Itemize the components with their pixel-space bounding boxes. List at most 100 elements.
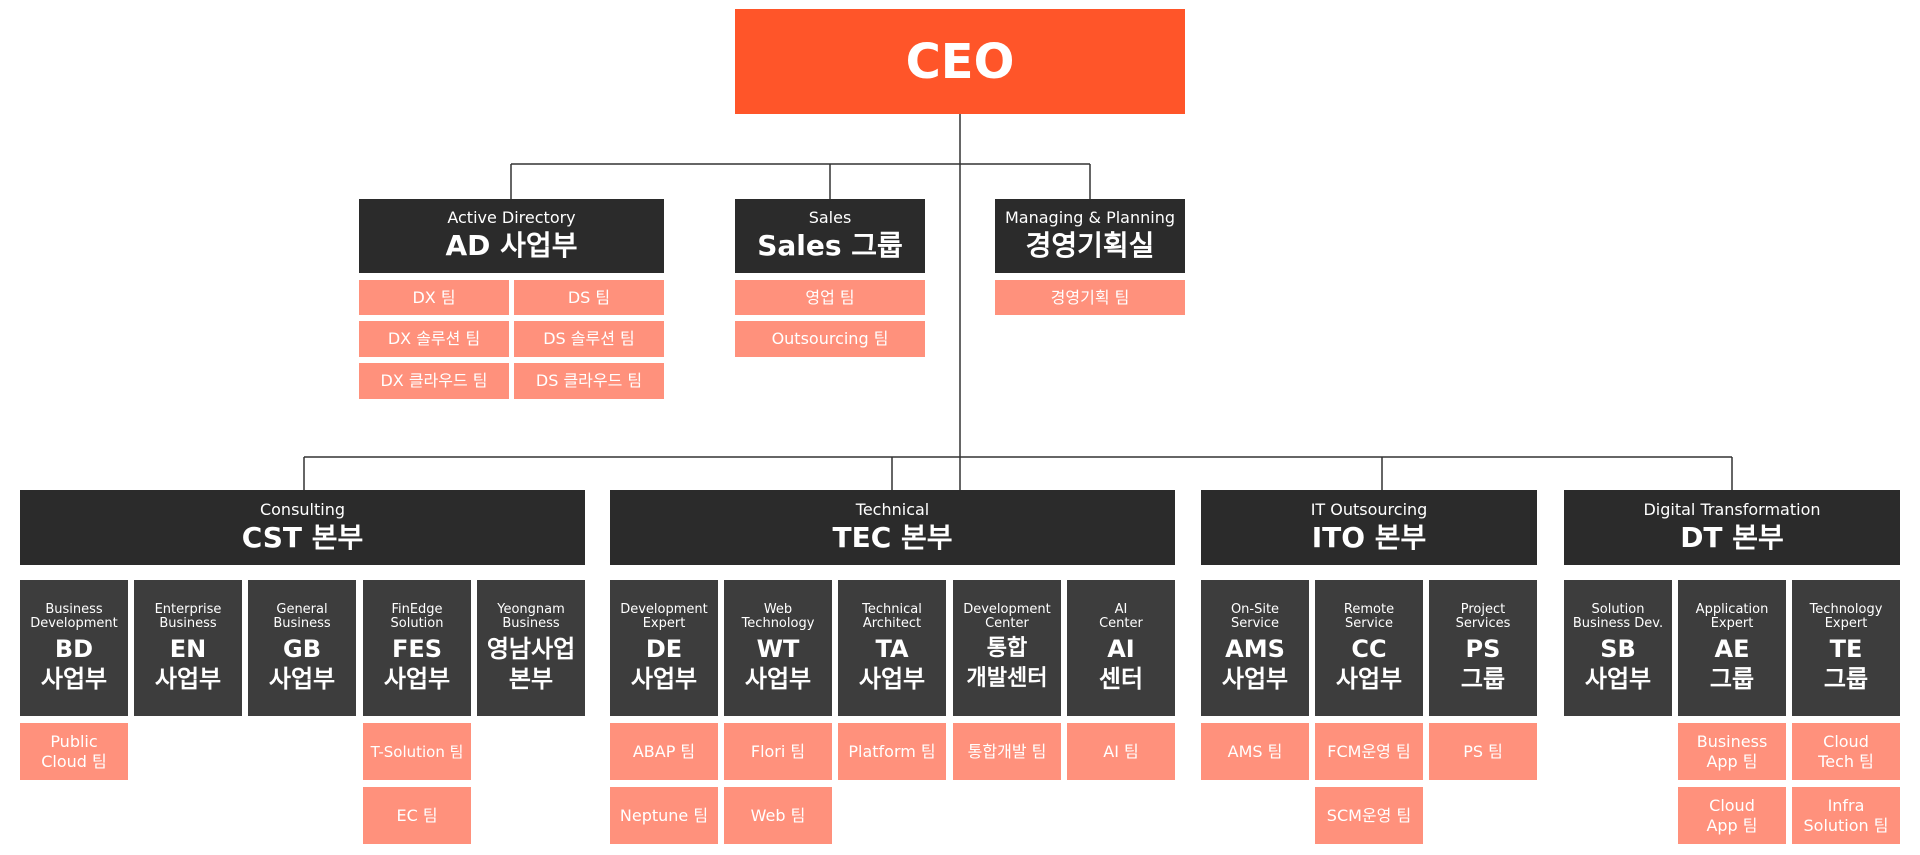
cst-team-public-cloud: Public Cloud 팀 — [20, 723, 128, 780]
cst-unit-fes: FinEdge Solution FES 사업부 — [363, 580, 471, 716]
team-label: Platform 팀 — [848, 741, 936, 761]
ad-team-dx: DX 팀 — [359, 280, 509, 315]
dt-unit-sb: Solution Business Dev. SB 사업부 — [1564, 580, 1672, 716]
unit-subtitle: General Business — [273, 601, 331, 631]
ito-team-ams: AMS 팀 — [1201, 723, 1309, 780]
cst-team-t-solution: T-Solution 팀 — [363, 723, 471, 780]
cst-hq-title: CST 본부 — [241, 520, 364, 554]
team-label: Business App 팀 — [1696, 731, 1768, 771]
team-label: Cloud App 팀 — [1706, 795, 1758, 835]
unit-title: TA 사업부 — [858, 634, 926, 693]
dt-team-cloud-tech: Cloud Tech 팀 — [1792, 723, 1900, 780]
unit-title: DE 사업부 — [630, 634, 698, 693]
tec-unit-dev-center: Development Center 통합 개발센터 — [953, 580, 1061, 716]
ito-hq-title: ITO 본부 — [1311, 520, 1427, 554]
team-label: 통합개발 팀 — [967, 741, 1047, 761]
sales-group-title: Sales 그룹 — [757, 229, 903, 262]
ad-division-title: AD 사업부 — [445, 229, 578, 262]
team-label: FCM운영 팀 — [1327, 741, 1411, 761]
unit-subtitle: Technical Architect — [862, 601, 922, 631]
tec-team-neptune: Neptune 팀 — [610, 787, 718, 844]
tec-team-web: Web 팀 — [724, 787, 832, 844]
unit-title: GB 사업부 — [268, 634, 336, 693]
team-label: Flori 팀 — [750, 741, 806, 761]
ito-team-fcm: FCM운영 팀 — [1315, 723, 1423, 780]
dt-team-cloud-app: Cloud App 팀 — [1678, 787, 1786, 844]
unit-subtitle: Web Technology — [741, 601, 815, 631]
dt-team-infra-solution: Infra Solution 팀 — [1792, 787, 1900, 844]
ad-team-dx-cloud: DX 클라우드 팀 — [359, 363, 509, 399]
tec-hq-title: TEC 본부 — [832, 520, 953, 554]
sales-group-subtitle: Sales — [808, 208, 852, 227]
ito-hq-header: IT Outsourcing ITO 본부 — [1201, 490, 1537, 565]
team-label: 영업 팀 — [805, 287, 855, 307]
mp-office-subtitle: Managing & Planning — [1004, 208, 1176, 227]
sales-team-outsourcing: Outsourcing 팀 — [735, 321, 925, 357]
unit-title: EN 사업부 — [154, 634, 222, 693]
tec-unit-ai-center: AI Center AI 센터 — [1067, 580, 1175, 716]
ad-team-ds-cloud: DS 클라우드 팀 — [514, 363, 664, 399]
ad-division-subtitle: Active Directory — [447, 208, 576, 227]
unit-title: AI 센터 — [1098, 634, 1144, 693]
team-label: DX 클라우드 팀 — [380, 371, 488, 390]
tec-unit-ta: Technical Architect TA 사업부 — [838, 580, 946, 716]
ito-unit-ams: On-Site Service AMS 사업부 — [1201, 580, 1309, 716]
team-label: DS 팀 — [567, 287, 611, 307]
ad-team-ds: DS 팀 — [514, 280, 664, 315]
cst-unit-yeongnam: Yeongnam Business 영남사업 본부 — [477, 580, 585, 716]
team-label: Infra Solution 팀 — [1803, 795, 1889, 835]
unit-title: AE 그룹 — [1709, 634, 1755, 693]
tec-hq-header: Technical TEC 본부 — [610, 490, 1175, 565]
unit-subtitle: FinEdge Solution — [390, 601, 444, 631]
cst-unit-gb: General Business GB 사업부 — [248, 580, 356, 716]
dt-unit-ae: Application Expert AE 그룹 — [1678, 580, 1786, 716]
team-label: ABAP 팀 — [632, 741, 696, 761]
sales-group-header: Sales Sales 그룹 — [735, 199, 925, 273]
ito-unit-ps: Project Services PS 그룹 — [1429, 580, 1537, 716]
unit-subtitle: Application Expert — [1695, 601, 1769, 631]
cst-unit-en: Enterprise Business EN 사업부 — [134, 580, 242, 716]
team-label: 경영기획 팀 — [1050, 287, 1130, 307]
ito-hq-subtitle: IT Outsourcing — [1310, 499, 1428, 519]
team-label: Cloud Tech 팀 — [1818, 731, 1874, 771]
dt-hq-subtitle: Digital Transformation — [1643, 499, 1821, 519]
unit-subtitle: Business Development — [30, 601, 118, 631]
unit-subtitle: AI Center — [1099, 601, 1143, 631]
unit-title: SB 사업부 — [1584, 634, 1652, 693]
mp-team-planning: 경영기획 팀 — [995, 280, 1185, 315]
ito-team-ps: PS 팀 — [1429, 723, 1537, 780]
tec-team-abap: ABAP 팀 — [610, 723, 718, 780]
team-label: Web 팀 — [750, 805, 806, 825]
unit-title: CC 사업부 — [1335, 634, 1403, 693]
unit-title: BD 사업부 — [40, 634, 108, 693]
ito-team-scm: SCM운영 팀 — [1315, 787, 1423, 844]
tec-team-integrated-dev: 통합개발 팀 — [953, 723, 1061, 780]
dt-team-business-app: Business App 팀 — [1678, 723, 1786, 780]
team-label: DX 솔루션 팀 — [387, 329, 481, 348]
tec-team-platform: Platform 팀 — [838, 723, 946, 780]
unit-title: 영남사업 본부 — [486, 634, 576, 693]
ito-unit-cc: Remote Service CC 사업부 — [1315, 580, 1423, 716]
unit-title: PS 그룹 — [1460, 634, 1506, 693]
cst-team-ec: EC 팀 — [363, 787, 471, 844]
tec-hq-subtitle: Technical — [855, 499, 930, 519]
tec-team-flori: Flori 팀 — [724, 723, 832, 780]
team-label: DS 클라우드 팀 — [535, 371, 643, 390]
unit-subtitle: Project Services — [1455, 601, 1511, 631]
mp-office-header: Managing & Planning 경영기획실 — [995, 199, 1185, 273]
team-label: SCM운영 팀 — [1326, 805, 1412, 825]
team-label: DX 팀 — [412, 287, 456, 307]
team-label: Outsourcing 팀 — [771, 329, 889, 348]
dt-hq-header: Digital Transformation DT 본부 — [1564, 490, 1900, 565]
unit-title: AMS 사업부 — [1221, 634, 1289, 693]
team-label: Neptune 팀 — [619, 805, 709, 825]
unit-subtitle: Technology Expert — [1809, 601, 1883, 631]
unit-subtitle: Solution Business Dev. — [1572, 601, 1664, 631]
team-label: EC 팀 — [396, 805, 438, 825]
cst-hq-header: Consulting CST 본부 — [20, 490, 585, 565]
team-label: PS 팀 — [1463, 741, 1503, 761]
unit-title: TE 그룹 — [1823, 634, 1869, 693]
ad-division-header: Active Directory AD 사업부 — [359, 199, 664, 273]
dt-unit-te: Technology Expert TE 그룹 — [1792, 580, 1900, 716]
unit-subtitle: Enterprise Business — [154, 601, 222, 631]
